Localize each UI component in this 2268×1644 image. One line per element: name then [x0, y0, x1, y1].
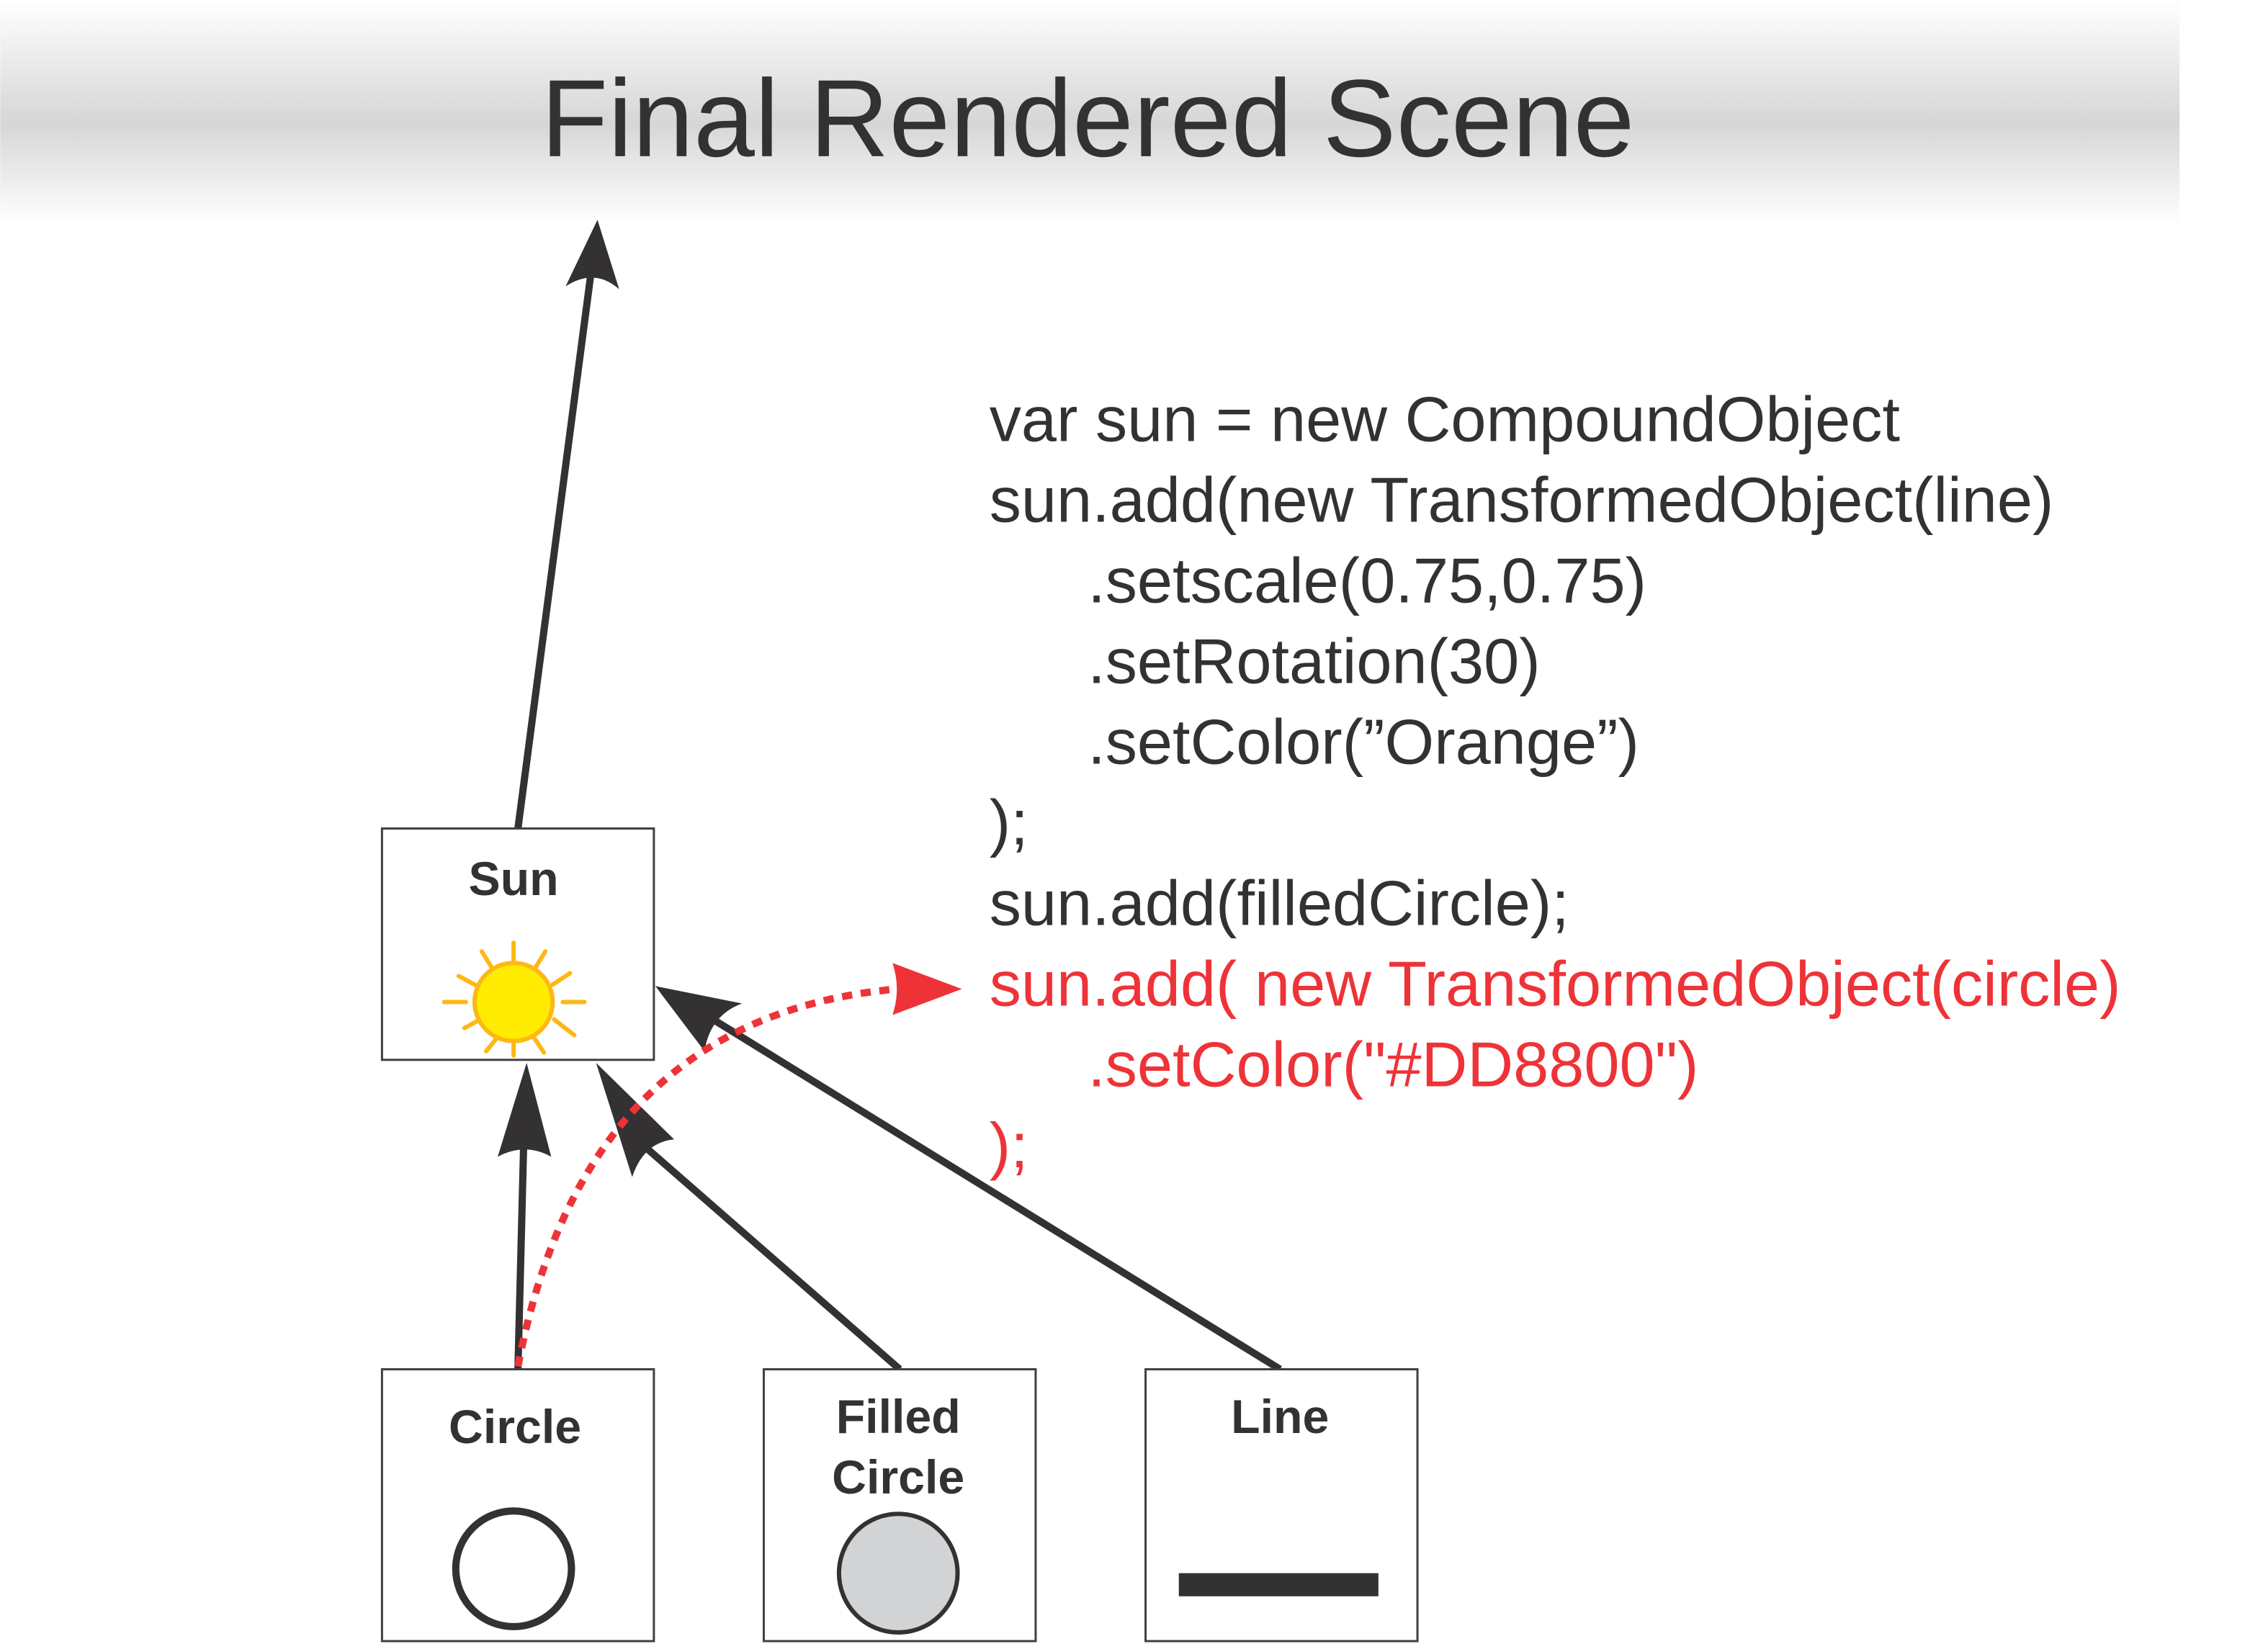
arrow-sun-to-scene [514, 220, 619, 830]
diagram-title: Final Rendered Scene [541, 58, 1634, 180]
arrow-line-to-sun [655, 986, 1282, 1373]
node-circle-label: Circle [449, 1401, 581, 1454]
code-line: .setRotation(30) [1088, 626, 1540, 697]
filled-circle-icon [836, 1512, 960, 1635]
node-filled-circle: Filled Circle [762, 1367, 1037, 1643]
code-line: sun.add(new TransformedObject(line) [990, 464, 2054, 535]
code-block: var sun = new CompoundObject sun.add(new … [990, 383, 2121, 1180]
code-line-highlighted: sun.add( new TransformedObject(circle) [990, 948, 2121, 1020]
sun-icon [442, 940, 587, 1058]
code-line: .setscale(0.75,0.75) [1088, 544, 1646, 616]
arrowhead-icon [596, 1062, 674, 1177]
code-line-highlighted: .setColor("#DD8800") [1088, 1029, 1698, 1100]
node-sun: Sun [380, 827, 655, 1061]
arrowhead-icon [655, 986, 743, 1051]
node-line: Line [1144, 1367, 1419, 1643]
line-icon [1178, 1573, 1379, 1596]
arrowhead-icon [498, 1062, 552, 1157]
code-line: var sun = new CompoundObject [990, 383, 1900, 454]
code-line: sun.add(filledCircle); [990, 868, 1569, 939]
arrowhead-icon [565, 220, 619, 289]
node-circle: Circle [380, 1367, 655, 1643]
node-filled-circle-label-line2: Circle [832, 1451, 964, 1504]
header-band [0, 0, 2180, 225]
highlight-arrow-circle-to-code [514, 963, 962, 1367]
code-line-highlighted: ); [990, 1110, 1028, 1181]
arrow-circle-to-sun [498, 1062, 552, 1370]
circle-outline-icon [452, 1507, 575, 1630]
arrow-filled-circle-to-sun [596, 1062, 902, 1373]
code-line: ); [990, 787, 1028, 858]
node-filled-circle-label-line1: Filled [836, 1391, 961, 1444]
arrowhead-icon [892, 963, 962, 1015]
code-line: .setColor(”Orange”) [1088, 706, 1639, 778]
node-line-label: Line [1231, 1391, 1329, 1444]
node-sun-label: Sun [469, 853, 559, 906]
